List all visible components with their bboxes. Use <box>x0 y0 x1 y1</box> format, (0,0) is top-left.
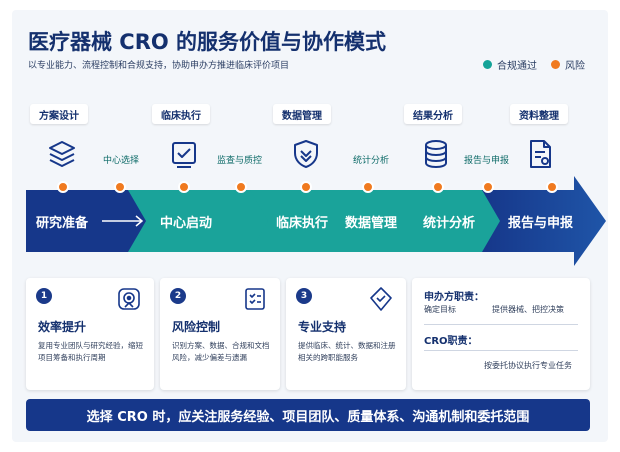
card-number: 2 <box>170 288 186 304</box>
marker-5 <box>300 181 312 193</box>
marker-3 <box>178 181 190 193</box>
target-icon <box>116 286 142 312</box>
flow-segment-4 <box>398 190 508 252</box>
sponsor-duty-device: 提供器械、把控决策 <box>492 305 564 314</box>
divider <box>424 324 578 325</box>
marker-4 <box>235 181 247 193</box>
marker-7 <box>432 181 444 193</box>
marker-9 <box>546 181 558 193</box>
shield-icon <box>290 138 322 170</box>
marker-6 <box>362 181 374 193</box>
shield-check-icon <box>368 286 394 312</box>
legend-item-risk: 风险 <box>551 57 585 72</box>
step-label-docs: 资料整理 <box>510 104 568 124</box>
marker-8 <box>482 181 494 193</box>
page-title: 医疗器械 CRO 的服务价值与协作模式 <box>28 30 387 54</box>
cro-heading: CRO职责： <box>424 336 478 347</box>
value-card-risk-control: 2 风险控制 识别方案、数据、合规和文档风险，减少偏差与遗漏 <box>160 278 280 390</box>
flow-segment-5 <box>482 176 606 266</box>
teal-dot-icon <box>483 60 492 69</box>
card-description: 复用专业团队与研究经验，缩短项目筹备和执行周期 <box>38 341 143 362</box>
stage-report-submission: 报告与申报 <box>508 216 574 231</box>
card-number: 3 <box>296 288 312 304</box>
page-subtitle: 以专业能力、流程控制和合规支持，协助申办方推进临床评价项目 <box>28 61 290 71</box>
stage-statistical-analysis: 统计分析 <box>423 216 476 231</box>
checkpoint-statistics: 统计分析 <box>353 156 390 166</box>
marker-2 <box>114 181 126 193</box>
card-description: 识别方案、数据、合规和文档风险，减少偏差与遗漏 <box>172 341 270 362</box>
card-title: 专业支持 <box>298 320 347 334</box>
bottom-banner: 选择 CRO 时，应关注服务经验、项目团队、质量体系、沟通机制和委托范围 <box>26 399 590 431</box>
checkpoint-reporting: 报告与申报 <box>464 156 510 166</box>
sponsor-heading: 申办方职责： <box>424 292 484 303</box>
orange-dot-icon <box>551 60 560 69</box>
cro-duty: 按委托协议执行专业任务 <box>484 361 572 370</box>
step-label-execution: 临床执行 <box>152 104 210 124</box>
stage-research-prep: 研究准备 <box>36 216 89 231</box>
sponsor-duty-goal: 确定目标 <box>424 305 456 314</box>
card-title: 风险控制 <box>172 320 221 334</box>
responsibilities-panel: 申办方职责： 确定目标 提供器械、把控决策 CRO职责： 按委托协议执行专业任务 <box>412 278 590 390</box>
stage-clinical-execution: 临床执行 <box>276 216 329 231</box>
flow-segment-3 <box>250 190 424 252</box>
process-flow <box>26 176 606 266</box>
marker-1 <box>57 181 69 193</box>
checklist-icon <box>242 286 268 312</box>
card-number: 1 <box>36 288 52 304</box>
step-label-data: 数据管理 <box>273 104 331 124</box>
layers-icon <box>46 138 78 170</box>
document-icon <box>524 138 556 170</box>
legend-item-compliant: 合规通过 <box>483 57 537 72</box>
step-label-design: 方案设计 <box>30 104 88 124</box>
value-card-professional-support: 3 专业支持 提供临床、统计、数据和注册相关的跨职能服务 <box>286 278 406 390</box>
card-title: 效率提升 <box>38 320 87 334</box>
flow-segment-1 <box>26 190 154 252</box>
risk-markers <box>57 181 558 193</box>
checkpoint-site-selection: 中心选择 <box>103 156 140 166</box>
flow-segment-2 <box>128 190 276 252</box>
card-description: 提供临床、统计、数据和注册相关的跨职能服务 <box>298 341 396 362</box>
checklist-icon <box>168 138 200 170</box>
stage-site-startup: 中心启动 <box>160 216 213 231</box>
stage-data-management: 数据管理 <box>345 216 398 231</box>
step-label-analysis: 结果分析 <box>404 104 462 124</box>
banner-text: 选择 CRO 时，应关注服务经验、项目团队、质量体系、沟通机制和委托范围 <box>86 409 530 425</box>
value-card-efficiency: 1 效率提升 复用专业团队与研究经验，缩短项目筹备和执行周期 <box>26 278 154 390</box>
checkpoint-monitoring: 监查与质控 <box>217 156 263 166</box>
database-icon <box>420 138 452 170</box>
divider <box>424 350 578 351</box>
arrow-icon <box>102 215 144 227</box>
